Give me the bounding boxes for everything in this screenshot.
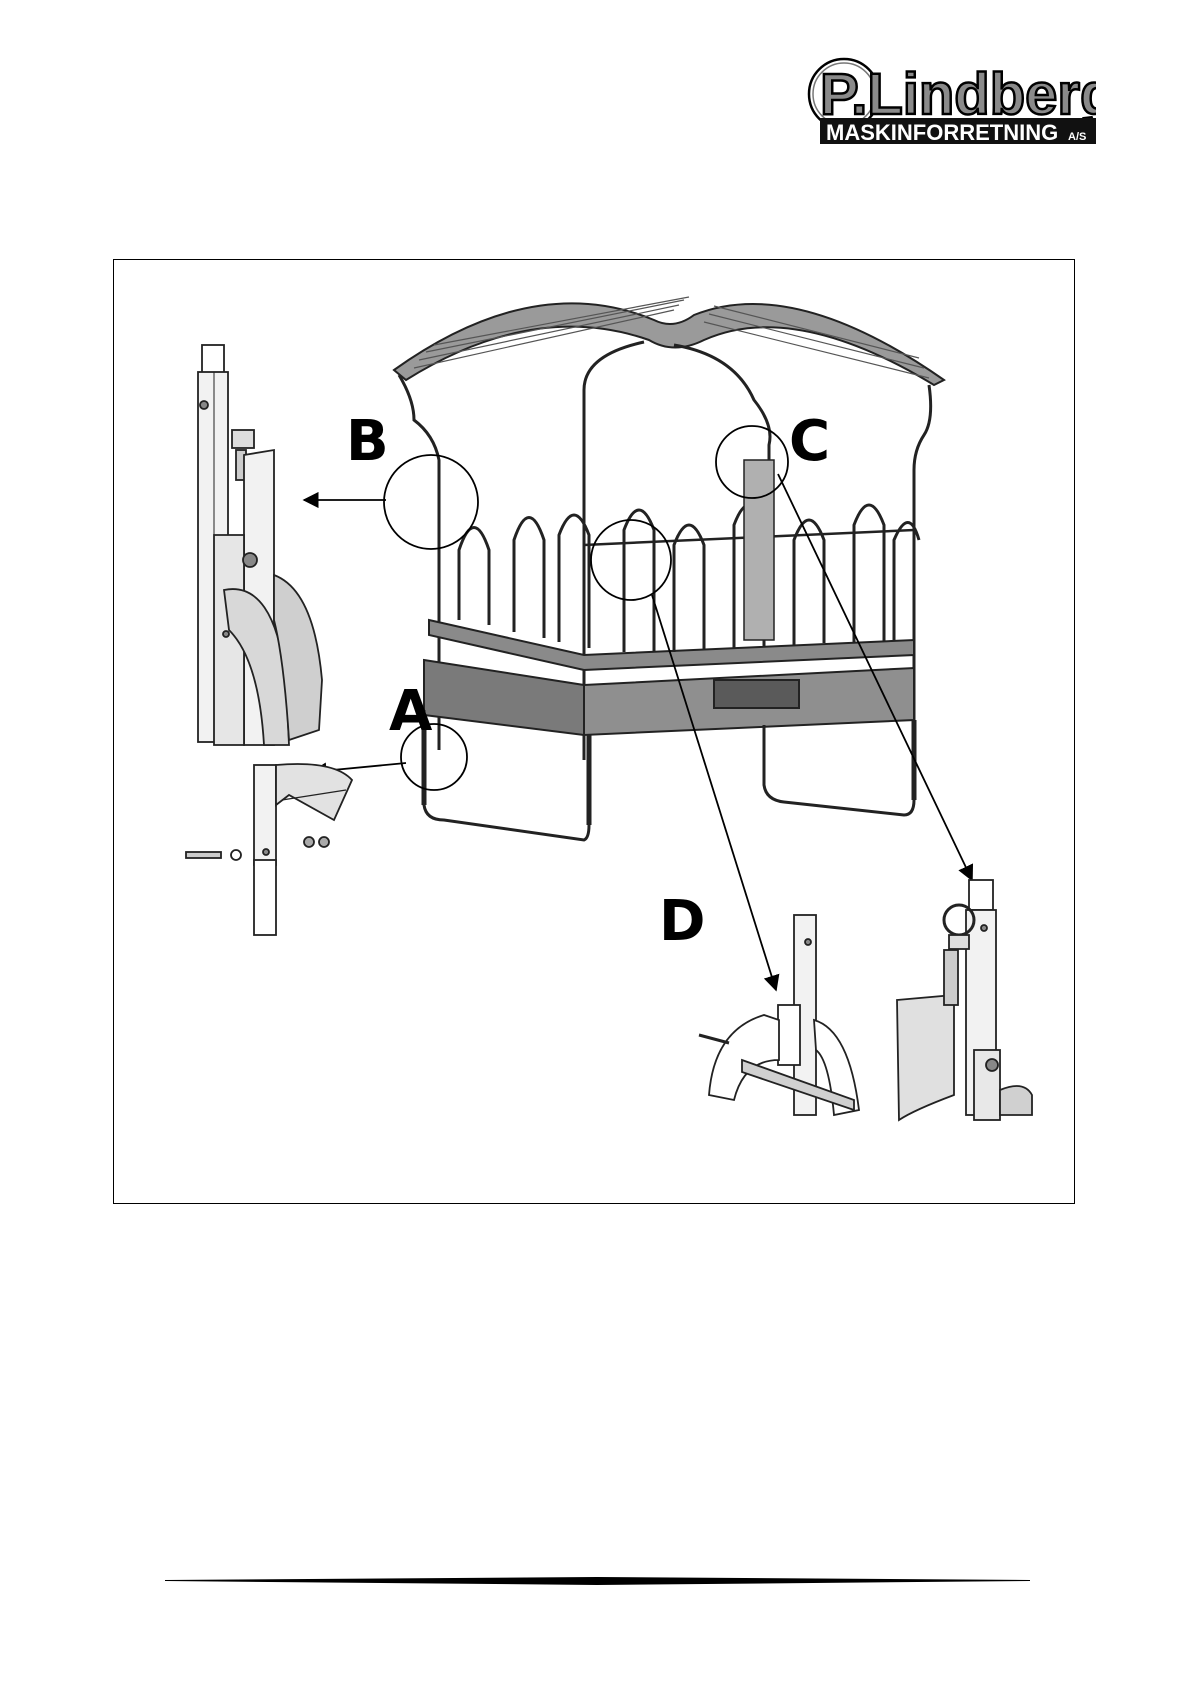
company-logo: P.Lindberg MASKINFORRETNING A/S: [806, 56, 1096, 146]
label-b: B: [346, 409, 389, 474]
logo-suffix-text: A/S: [1068, 131, 1086, 143]
detail-d-drawing: [699, 915, 859, 1115]
footer-rule: [165, 1576, 1030, 1586]
detail-b-drawing: [198, 345, 322, 745]
hay-feeder-main: [394, 297, 944, 840]
label-a: A: [389, 679, 433, 744]
label-d: D: [659, 889, 705, 954]
logo-brand-text: P.Lindberg: [820, 62, 1096, 127]
label-c: C: [789, 409, 830, 474]
assembly-drawing: B C A D: [114, 260, 1076, 1205]
detail-a-drawing: [186, 764, 352, 935]
detail-circle-d: [591, 520, 671, 600]
detail-c-drawing: [897, 880, 1032, 1120]
detail-circle-b: [384, 455, 478, 549]
assembly-figure: B C A D: [113, 259, 1075, 1204]
logo-sub-text: MASKINFORRETNING: [826, 120, 1058, 145]
